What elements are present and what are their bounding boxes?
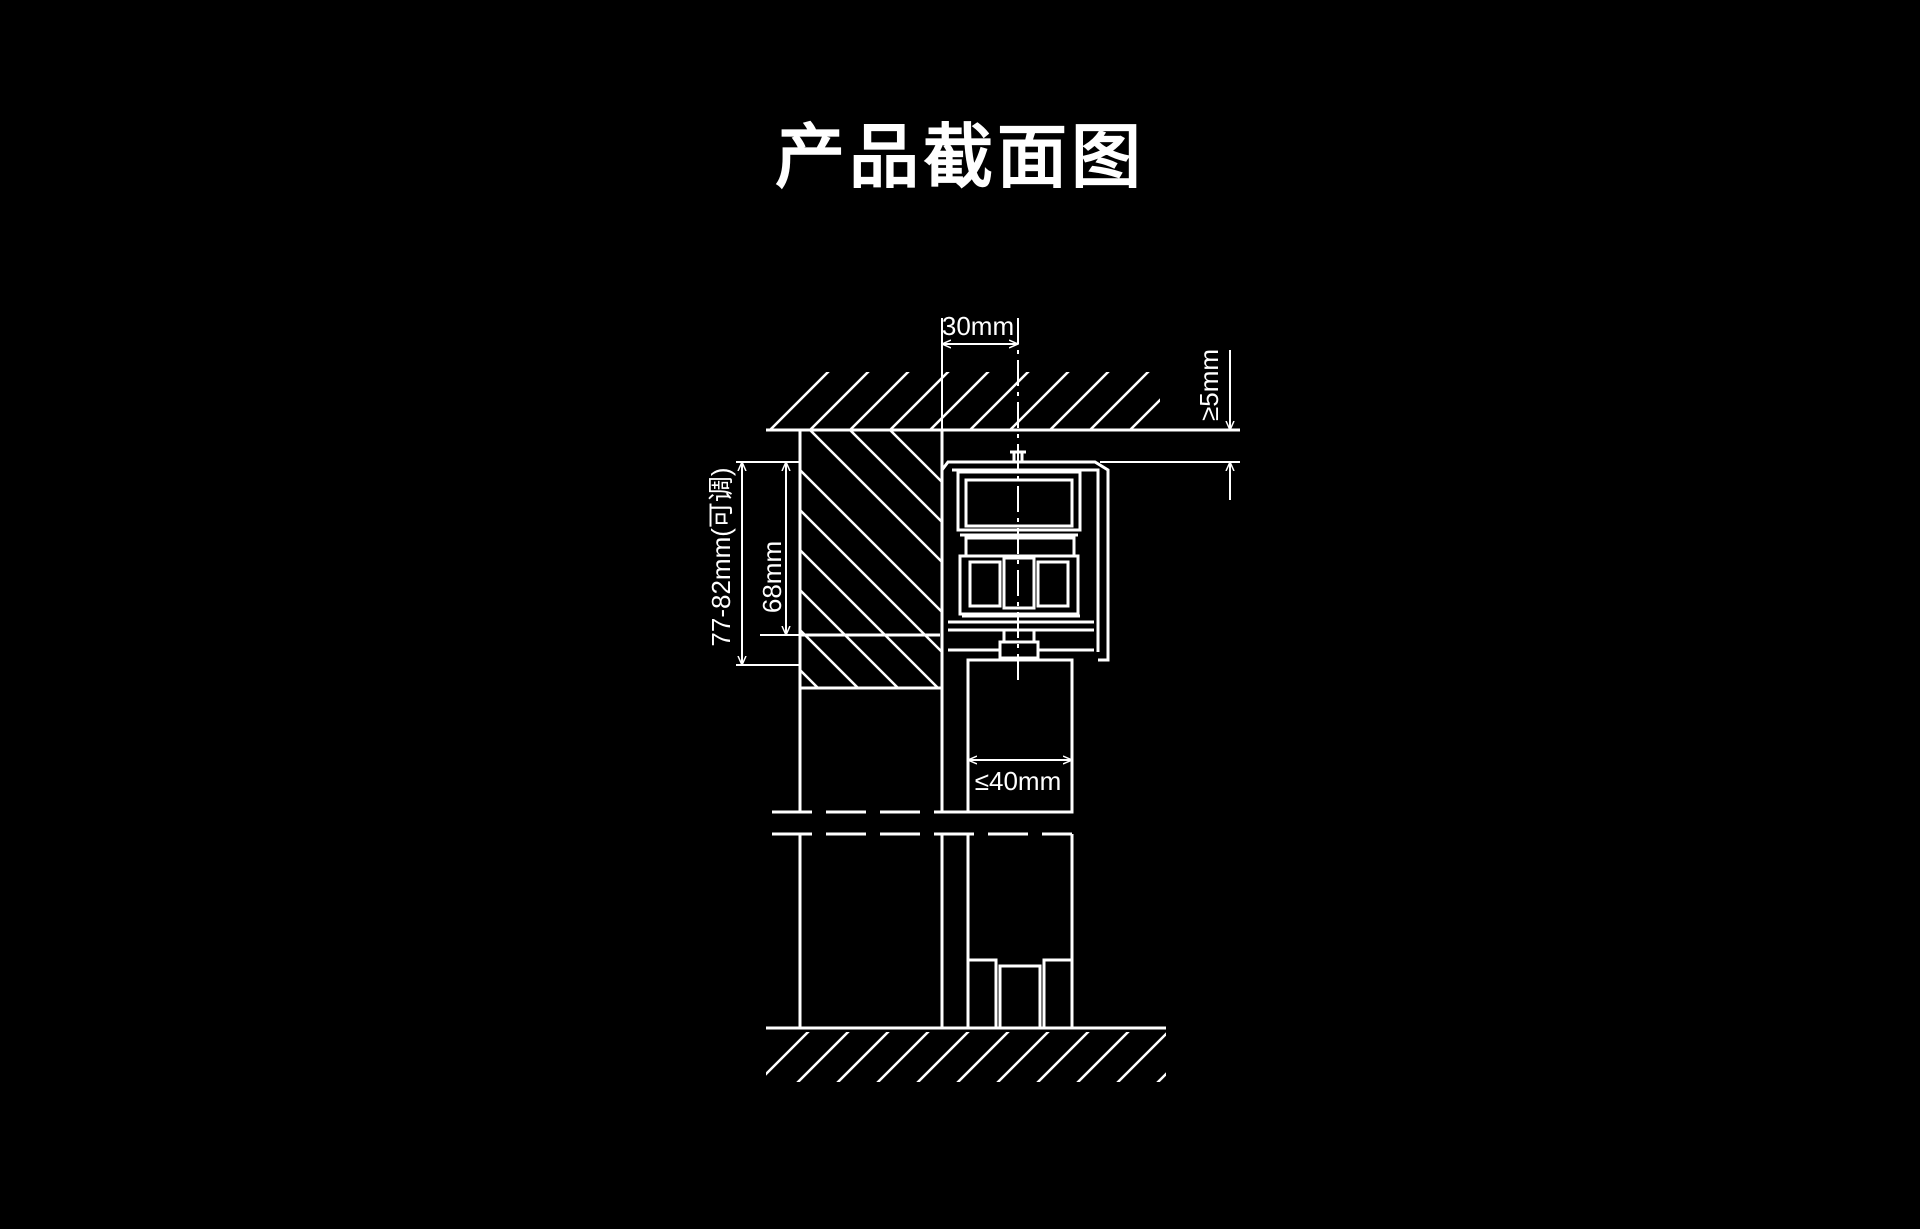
dim-30mm bbox=[941, 318, 1018, 430]
beam-hatch bbox=[800, 430, 942, 688]
dim-40mm-label: ≤40mm bbox=[975, 766, 1062, 796]
dim-30mm-label: 30mm bbox=[942, 311, 1014, 341]
header-beam bbox=[798, 428, 944, 690]
track-profile bbox=[940, 450, 1110, 662]
door-panel bbox=[966, 658, 1074, 1030]
dim-68mm-label: 68mm bbox=[757, 541, 787, 613]
break-lines bbox=[772, 810, 1072, 836]
dim-5mm bbox=[1100, 350, 1240, 500]
ceiling-hatch bbox=[768, 372, 1160, 430]
floor-hatch bbox=[766, 1032, 1166, 1082]
dim-77-82mm-label: 77-82mm(可调) bbox=[706, 467, 736, 646]
dim-77-82mm bbox=[736, 461, 800, 666]
page-title: 产品截面图 bbox=[775, 116, 1145, 198]
dim-5mm-label: ≥5mm bbox=[1194, 349, 1224, 421]
